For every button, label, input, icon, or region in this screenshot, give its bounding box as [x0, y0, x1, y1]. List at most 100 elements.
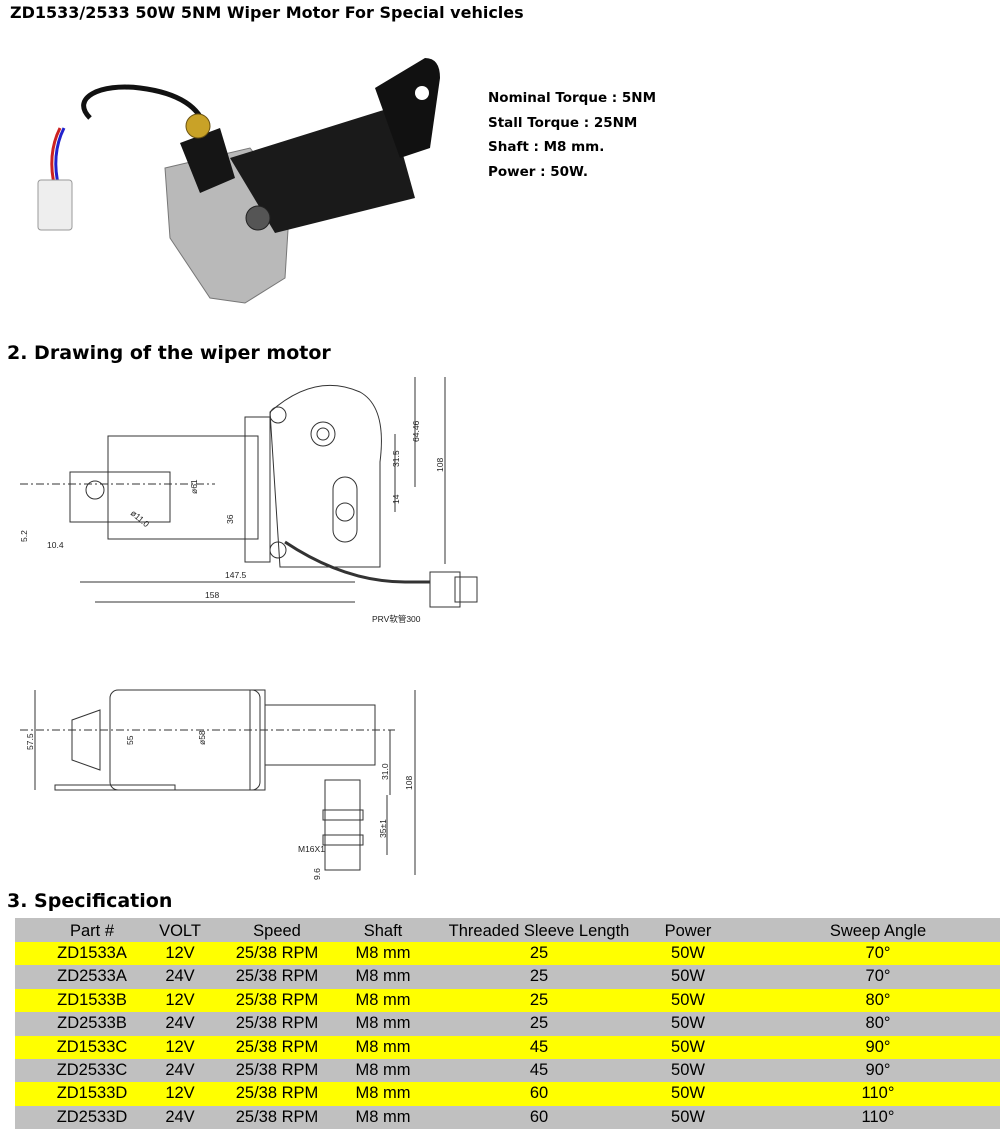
dim-label: 108 [435, 458, 445, 472]
cell-volt: 12V [165, 1037, 195, 1056]
cell-shaft: M8 mm [355, 1014, 411, 1033]
dim-label: 31.5 [391, 450, 401, 467]
dim-label: 108 [404, 776, 414, 790]
cell-speed: 25/38 RPM [235, 944, 319, 962]
cell-part: ZD2533B [57, 1014, 127, 1033]
spec-stall-torque: Stall Torque : 25NM [488, 114, 638, 131]
dim-label: PRV软管300 [372, 614, 421, 624]
header-volt: VOLT [159, 922, 201, 940]
dim-label: ø61 [189, 479, 199, 494]
cell-volt: 12V [165, 944, 195, 962]
cell-sweep-angle: 70° [865, 967, 891, 986]
cell-power: 50W [671, 1037, 705, 1056]
cell-speed: 25/38 RPM [235, 990, 319, 1009]
dim-label: 147.5 [225, 570, 247, 580]
cell-threaded-sleeve-length: 25 [529, 1014, 549, 1033]
section-specification-heading: 3. Specification [7, 890, 173, 912]
section-drawing-heading: 2. Drawing of the wiper motor [7, 342, 331, 364]
cell-power: 50W [671, 1107, 705, 1126]
cell-shaft: M8 mm [355, 1107, 411, 1126]
cell-speed: 25/38 RPM [235, 1084, 319, 1103]
cell-speed: 25/38 RPM [235, 967, 319, 986]
cell-threaded-sleeve-length: 25 [529, 944, 549, 962]
cell-shaft: M8 mm [355, 1037, 411, 1056]
cell-sweep-angle: 70° [865, 944, 891, 962]
wiper-motor-photo [37, 58, 440, 304]
cell-volt: 12V [165, 1084, 195, 1103]
top-view-drawing: 64.46 31.5 108 14 ø61 36 ø11.0 5.2 10.4 … [19, 377, 478, 624]
spec-nominal-torque: Nominal Torque : 5NM [488, 90, 657, 106]
cell-part: ZD2533C [56, 1060, 128, 1079]
cell-sweep-angle: 80° [865, 990, 891, 1009]
table-row: ZD1533A 12V 25/38 RPM M8 mm 25 50W 70° [15, 942, 1000, 966]
header-sweep-angle: Sweep Angle [829, 922, 927, 940]
specification-table: Part # VOLT Speed Shaft Threaded Sleeve … [15, 918, 1000, 1129]
header-threaded-sleeve-length: Threaded Sleeve Length [448, 922, 630, 940]
cell-threaded-sleeve-length: 60 [529, 1084, 549, 1103]
cell-volt: 24V [165, 1014, 195, 1033]
cell-part: ZD2533D [56, 1107, 128, 1126]
cell-shaft: M8 mm [355, 1060, 411, 1079]
cell-part: ZD2533A [57, 967, 127, 986]
table-row: ZD2533D 24V 25/38 RPM M8 mm 60 50W 110° [15, 1105, 1000, 1129]
cell-sweep-angle: 110° [861, 1084, 895, 1103]
table-row: ZD2533B 24V 25/38 RPM M8 mm 25 50W 80° [15, 1012, 1000, 1036]
side-view-drawing: 57.5 55 ø58 31.0 108 35±1 M16X1 9.6 [20, 689, 416, 880]
dim-label: 31.0 [380, 763, 390, 780]
cell-threaded-sleeve-length: 60 [529, 1107, 549, 1126]
cell-volt: 24V [165, 1060, 195, 1079]
table-header-row: Part # VOLT Speed Shaft Threaded Sleeve … [15, 918, 1000, 942]
cell-sweep-angle: 110° [861, 1107, 895, 1126]
cell-part: ZD1533A [57, 944, 127, 962]
header-part: Part # [69, 922, 115, 940]
cell-power: 50W [671, 990, 705, 1009]
cell-part: ZD1533D [56, 1084, 128, 1103]
cell-part: ZD1533B [57, 990, 127, 1009]
dim-label: 36 [225, 514, 235, 524]
dim-label: M16X1 [298, 844, 325, 854]
dim-label: 158 [205, 590, 219, 600]
dim-label: 64.46 [411, 420, 421, 442]
cell-part: ZD1533C [56, 1037, 128, 1056]
cell-power: 50W [671, 967, 705, 986]
dim-label: 5.2 [19, 530, 29, 542]
cell-power: 50W [671, 944, 705, 962]
cell-volt: 12V [165, 990, 195, 1009]
dim-label: 55 [125, 735, 135, 745]
table-row: ZD2533A 24V 25/38 RPM M8 mm 25 50W 70° [15, 965, 1000, 989]
dim-label: 35±1 [378, 819, 388, 838]
cell-shaft: M8 mm [355, 967, 411, 986]
cell-shaft: M8 mm [355, 944, 411, 962]
cell-power: 50W [671, 1060, 705, 1079]
cell-speed: 25/38 RPM [235, 1107, 319, 1126]
cell-shaft: M8 mm [355, 990, 411, 1009]
dim-label: 9.6 [312, 868, 322, 880]
cell-threaded-sleeve-length: 45 [529, 1037, 549, 1056]
spec-shaft: Shaft : M8 mm. [488, 139, 605, 155]
cell-threaded-sleeve-length: 25 [529, 967, 549, 986]
spec-summary: Nominal Torque : 5NM Stall Torque : 25NM… [488, 86, 656, 184]
cell-sweep-angle: 80° [865, 1014, 891, 1033]
cell-power: 50W [671, 1084, 705, 1103]
cell-speed: 25/38 RPM [235, 1014, 319, 1033]
cell-speed: 25/38 RPM [235, 1060, 319, 1079]
cell-power: 50W [671, 1014, 705, 1033]
dim-label: 14 [391, 494, 401, 504]
dim-label: 57.5 [25, 733, 35, 750]
table-row: ZD1533B 12V 25/38 RPM M8 mm 25 50W 80° [15, 988, 1000, 1013]
cell-threaded-sleeve-length: 25 [529, 990, 549, 1009]
header-shaft: Shaft [363, 922, 403, 940]
dim-label: ø11.0 [129, 508, 152, 529]
cell-threaded-sleeve-length: 45 [529, 1060, 549, 1079]
table-row: ZD2533C 24V 25/38 RPM M8 mm 45 50W 90° [15, 1058, 1000, 1083]
header-power: Power [664, 922, 712, 940]
page-title: ZD1533/2533 50W 5NM Wiper Motor For Spec… [10, 3, 524, 22]
cell-volt: 24V [165, 967, 195, 986]
cell-volt: 24V [165, 1107, 195, 1126]
spec-power: Power : 50W. [488, 163, 588, 180]
header-speed: Speed [253, 922, 301, 940]
cell-sweep-angle: 90° [865, 1060, 891, 1079]
cell-speed: 25/38 RPM [235, 1037, 319, 1056]
